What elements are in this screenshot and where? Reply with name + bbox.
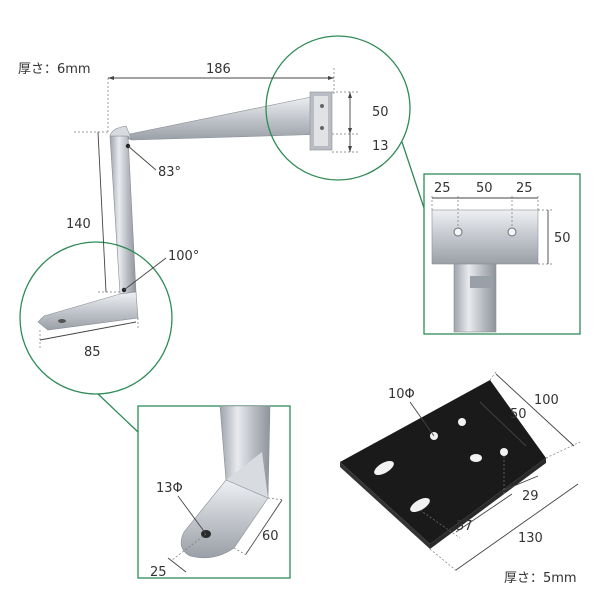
foot-dim-25: 25 [150,565,167,580]
dim-end-plate: 50 13 [332,91,389,154]
svg-text:85: 85 [84,345,101,360]
plate-edge [340,462,430,549]
svg-text:10Φ: 10Φ [388,387,415,402]
svg-text:100°: 100° [168,249,199,264]
svg-text:29: 29 [522,489,539,504]
plate-hole-3 [500,448,508,456]
bracket-top-bend [109,125,133,141]
thickness-label-bracket: 厚さ：6mm [18,62,91,77]
plate-dim-130: 130 [429,483,579,573]
plate-dim-29: 29 [503,456,539,504]
plate-hole-2 [458,418,466,426]
foot-dim-60: 60 [262,529,279,544]
svg-text:50: 50 [372,105,389,120]
front-hole-right [507,227,517,237]
plate-face [340,380,546,544]
angle-83-callout: 83° [125,143,181,180]
dim-140: 140 [66,131,120,293]
svg-text:57: 57 [456,519,473,534]
zoom-connector-right [401,141,425,209]
svg-text:13: 13 [372,139,389,154]
front-dim-50-height: 50 [554,231,571,246]
front-post [453,263,497,333]
dim-186: 186 [107,62,335,132]
black-plate [340,380,546,549]
front-hole-left [453,227,463,237]
angle-100-callout: 100° [121,249,199,293]
bracket-vertical-post [109,135,137,295]
bracket-foot-hole [58,319,66,323]
svg-text:100: 100 [534,393,559,408]
plate-hole-callout: 10Φ [388,387,435,437]
dim-85: 85 [39,318,139,360]
bracket-illustration [37,91,333,331]
plate-dim-50: 50 [479,401,527,447]
front-dim-50: 50 [476,181,493,196]
zoom-circle-foot [19,241,173,395]
svg-text:50: 50 [510,407,527,422]
plate-slot-2 [410,498,430,512]
detail-front-view: 25 50 25 50 [423,173,581,335]
plate-slot-1 [374,461,394,475]
plate-slot-3 [470,454,482,462]
detail-foot-frame [137,405,291,579]
front-plate [431,209,539,265]
foot-tab [180,479,269,559]
zoom-circle-end-plate [265,35,411,181]
plate-dim-57: 57 [419,493,513,539]
front-dim-25-right: 25 [516,181,533,196]
thickness-label-plate: 厚さ：5mm [504,571,577,586]
detail-front-frame [423,173,581,335]
front-dim-25-left: 25 [434,181,451,196]
svg-text:186: 186 [206,62,231,77]
svg-text:140: 140 [66,217,91,232]
bracket-top-arm [118,95,331,141]
detail-foot-view: 13Φ 25 60 [137,405,291,580]
zoom-connector-bottom [97,393,139,433]
svg-text:83°: 83° [158,165,181,180]
plate-dim-100: 100 [489,371,581,459]
svg-text:130: 130 [518,531,543,546]
foot-hole-label: 13Φ [156,481,183,496]
